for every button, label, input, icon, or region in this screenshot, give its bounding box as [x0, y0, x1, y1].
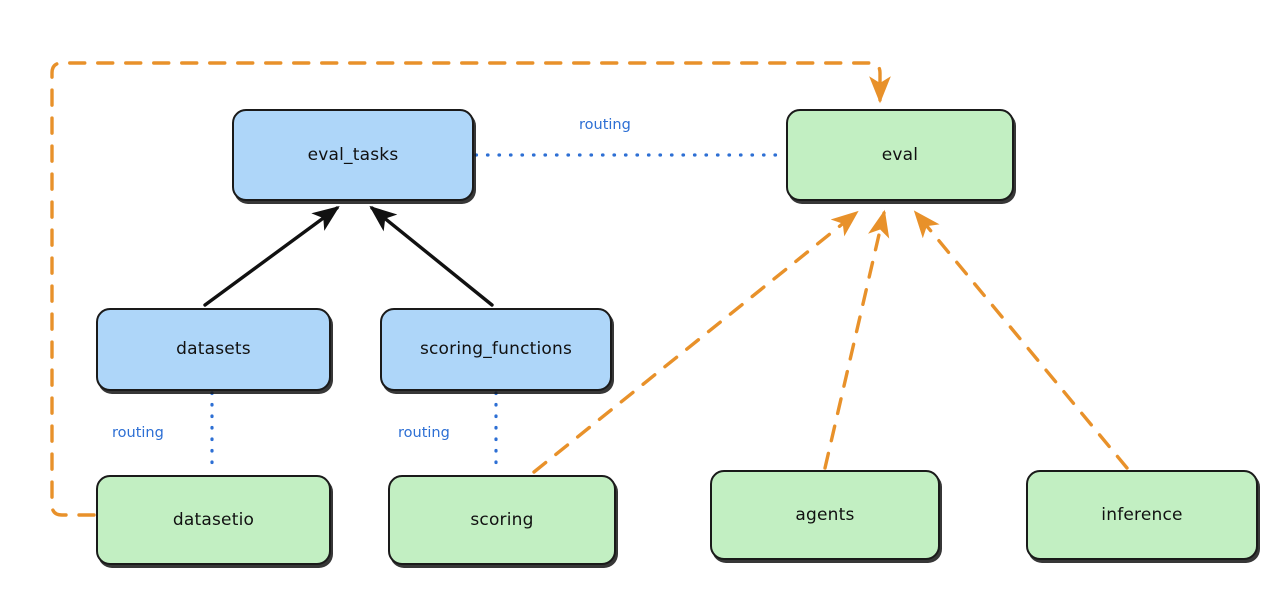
edge-label-routing-datasets: routing	[112, 425, 164, 441]
edge-label-routing-eval: routing	[579, 117, 631, 133]
node-label: datasetio	[172, 509, 255, 530]
node-scoring[interactable]: scoring	[388, 475, 616, 565]
node-label: eval_tasks	[307, 144, 399, 165]
node-label: scoring_functions	[419, 339, 573, 360]
node-scoring-functions[interactable]: scoring_functions	[380, 308, 612, 391]
node-label: scoring	[470, 509, 534, 530]
edge-label-routing-scoring: routing	[398, 425, 450, 441]
node-label: eval	[881, 144, 919, 165]
node-eval[interactable]: eval	[786, 109, 1014, 201]
node-datasetio[interactable]: datasetio	[96, 475, 331, 565]
node-label: agents	[795, 504, 855, 525]
node-agents[interactable]: agents	[710, 470, 940, 560]
node-label: inference	[1101, 504, 1183, 525]
edge-agents-to-eval	[823, 209, 890, 470]
edge-datasets-to-eval-tasks	[203, 205, 340, 307]
node-eval-tasks[interactable]: eval_tasks	[232, 109, 474, 201]
node-datasets[interactable]: datasets	[96, 308, 331, 391]
node-inference[interactable]: inference	[1026, 470, 1258, 560]
edge-scoring-functions-to-eval-tasks	[369, 205, 494, 307]
node-label: datasets	[176, 339, 251, 360]
edge-inference-to-eval	[913, 210, 1129, 470]
